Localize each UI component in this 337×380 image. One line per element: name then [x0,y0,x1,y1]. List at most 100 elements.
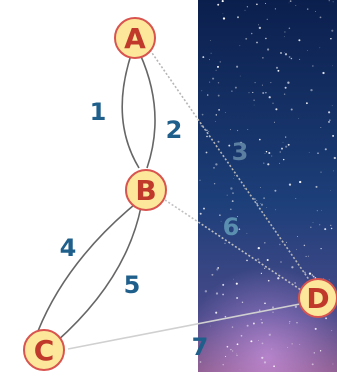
star [272,311,274,313]
star [246,232,248,234]
star [295,4,297,6]
star [288,322,290,324]
star [322,71,325,75]
star [246,6,248,8]
star [273,365,275,368]
star [250,340,253,343]
star [330,227,333,230]
star [226,345,229,348]
star [325,317,328,320]
star [306,102,308,105]
star [296,235,299,238]
star [268,151,271,155]
star [311,363,314,366]
star [274,8,276,10]
star [266,207,268,208]
star [287,143,290,146]
star [232,350,234,352]
star [328,120,330,123]
star [333,156,336,160]
star [314,327,317,330]
star [261,321,263,324]
star [219,214,221,216]
star [239,369,241,370]
star [214,121,216,122]
node-b: B [125,169,167,211]
star [222,364,224,366]
star [271,155,273,157]
star [291,343,293,345]
star [324,228,327,231]
star [219,61,221,63]
star [257,246,260,250]
star [288,2,290,4]
star [246,259,248,262]
star [331,105,333,107]
star [258,309,261,311]
star [288,56,291,58]
star [265,3,267,4]
star [308,152,310,153]
star [215,311,218,314]
star [199,361,202,363]
node-d-label: D [306,282,329,315]
star [262,57,264,59]
star [284,31,286,33]
star [328,111,331,114]
star [217,94,220,97]
star [231,200,234,203]
star [298,39,301,42]
star [279,151,281,153]
star [332,1,334,3]
star [215,69,217,71]
star [217,82,220,84]
star [206,94,209,96]
star [252,91,254,93]
star [258,26,262,30]
star [213,166,215,169]
star [229,129,231,131]
edge-2-line [139,53,156,169]
star [283,52,285,54]
star [280,261,282,263]
star [312,65,314,67]
star [237,16,239,19]
node-b-label: B [135,174,156,207]
star [231,90,233,92]
edge-label-7: 7 [192,333,209,361]
star [312,275,315,278]
star [257,340,259,342]
star [279,162,281,164]
star [328,279,330,281]
star [202,56,205,59]
star [310,226,312,229]
star [216,268,219,271]
star [289,321,291,323]
edge-lines [37,49,313,350]
star [306,8,309,10]
edge-label-5: 5 [124,271,141,299]
star [224,315,227,318]
star [289,0,292,2]
star [222,293,224,296]
star [203,207,205,210]
star [257,258,260,261]
star [288,27,291,30]
star [266,18,268,20]
edge-label-2: 2 [166,116,183,144]
star [260,318,262,321]
star [319,350,322,352]
star [217,140,220,143]
star [260,272,262,274]
star [236,343,239,346]
star [312,221,314,223]
node-c-label: C [34,334,55,367]
star [316,210,318,212]
star [201,90,203,92]
star [234,175,235,176]
star [259,202,261,204]
edge-7-line [67,303,301,350]
edge-label-4: 4 [60,234,77,262]
star [307,50,308,52]
star [261,84,263,86]
